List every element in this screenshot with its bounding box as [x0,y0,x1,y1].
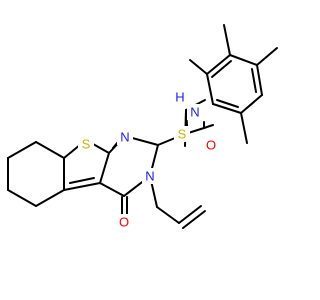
bond-double-inner [69,177,95,184]
bond [35,141,65,159]
bond [229,54,258,66]
bond-double-inner [251,68,257,93]
atom-labels: S N S N O O N H [78,89,219,230]
nitrogen-atom-label: N [145,169,154,184]
bond [240,94,263,114]
bond-double [182,210,206,229]
methyl-groups [189,24,278,144]
bond [99,182,125,197]
bond [63,182,101,191]
bond [256,64,263,96]
oxygen-atom-label: O [206,138,216,153]
bond [35,189,65,207]
bond-methyl [256,47,278,66]
bond-methyl [189,59,208,75]
bond-double-inner [211,60,232,78]
molecule-canvas: S N S N O O N H [7,24,278,230]
bond-methyl [240,112,248,144]
nitrogen-atom-label: N [120,130,129,145]
bond [203,124,214,129]
bond [156,206,180,224]
molecule-structure: S N S N O O N H [7,24,278,230]
bond [7,141,37,159]
bond [7,189,37,207]
bond [178,205,202,224]
bond [99,152,110,184]
sulfur-atom-label: S [82,137,91,152]
nitrogen-atom-label: N [190,105,199,120]
bond [157,137,176,146]
hydrogen-atom-label: H [175,90,184,105]
bond [206,54,231,75]
oxygen-atom-label: O [119,215,129,230]
bond-methyl [223,24,231,56]
bond [212,103,242,114]
cyclohexene-ring [7,141,65,207]
sulfur-atom-label: S [178,127,187,142]
bond [206,73,214,105]
mesityl-ring [206,54,263,114]
bond-double-inner [216,99,239,108]
allyl-chain [149,175,206,229]
